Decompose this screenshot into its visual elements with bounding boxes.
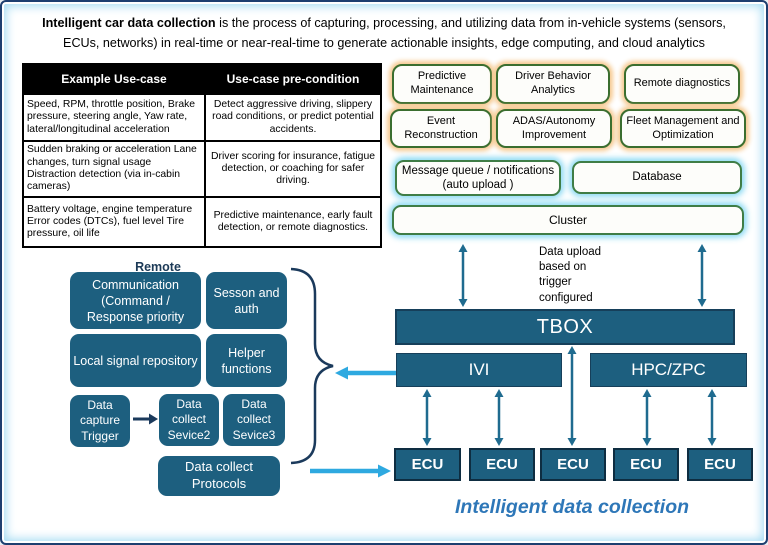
- hpc-zpc-node: HPC/ZPC: [590, 353, 747, 387]
- table-row: Speed, RPM, throttle position, Brake pre…: [22, 93, 382, 142]
- ivi-node: IVI: [396, 353, 562, 387]
- capture-to-sevice2-arrow: [133, 413, 158, 425]
- use-case-box-driver-behavior-analytics: Driver Behavior Analytics: [496, 64, 610, 104]
- protocols-to-ecu-arrow: [310, 464, 391, 478]
- data-upload-note: Data upload based on trigger configured: [539, 246, 602, 304]
- message-queue-box: Message queue / notifications (auto uplo…: [395, 160, 561, 196]
- diagram-caption: Intelligent data collection: [454, 496, 690, 518]
- cluster-box: Cluster: [392, 205, 744, 235]
- use-case-box-event-reconstruction: Event Reconstruction: [390, 109, 492, 148]
- tbox-node: TBOX: [395, 309, 735, 345]
- clipped-remote-label: Remote: [135, 260, 181, 274]
- use-case-cell: Speed, RPM, throttle position, Brake pre…: [22, 93, 206, 142]
- services-group-brace: [290, 267, 334, 465]
- pre-condition-cell: Detect aggressive driving, slippery road…: [204, 93, 382, 142]
- title-bold-text: Intelligent car data collection: [42, 16, 216, 30]
- ecu-node: ECU: [394, 448, 461, 481]
- database-box: Database: [572, 161, 742, 194]
- ivi-to-services-arrow: [335, 366, 396, 380]
- service-box-data-collect-sevice2: Data collect Sevice2: [159, 394, 219, 446]
- service-box-data-collect-sevice3: Data collect Sevice3: [223, 394, 285, 446]
- table-header-pre-condition: Use-case pre-condition: [204, 63, 382, 95]
- ecu-node: ECU: [687, 448, 753, 481]
- use-case-box-adas-autonomy-improvement: ADAS/Autonomy Improvement: [496, 109, 612, 148]
- pre-condition-cell: Driver scoring for insurance, fatigue de…: [204, 140, 382, 198]
- table-row: Battery voltage, engine temperature Erro…: [22, 196, 382, 248]
- service-box-data-capture-trigger: Data capture Trigger: [70, 395, 130, 447]
- use-case-table: Example Use-case Use-case pre-condition …: [22, 63, 382, 248]
- service-box-session-auth: Sesson and auth: [206, 272, 287, 329]
- service-box-helper-functions: Helper functions: [206, 334, 287, 387]
- use-case-box-predictive-maintenance: Predictive Maintenance: [392, 64, 492, 104]
- use-case-cell: Battery voltage, engine temperature Erro…: [22, 196, 206, 248]
- ecu-node: ECU: [469, 448, 535, 481]
- ecu-node: ECU: [613, 448, 679, 481]
- table-row: Sudden braking or acceleration Lane chan…: [22, 140, 382, 198]
- page-title: Intelligent car data collection is the p…: [24, 13, 744, 53]
- use-case-box-fleet-management: Fleet Management and Optimization: [620, 109, 746, 148]
- use-case-box-remote-diagnostics: Remote diagnostics: [624, 64, 740, 104]
- title-rest-text: is the process of capturing, processing,…: [63, 16, 726, 51]
- table-header-example-use-case: Example Use-case: [22, 63, 206, 95]
- service-box-data-collect-protocols: Data collect Protocols: [158, 456, 280, 496]
- ecu-node: ECU: [540, 448, 606, 481]
- pre-condition-cell: Predictive maintenance, early fault dete…: [204, 196, 382, 248]
- service-box-communication: Communication (Command / Response priori…: [70, 272, 201, 329]
- use-case-cell: Sudden braking or acceleration Lane chan…: [22, 140, 206, 198]
- service-box-local-signal-repository: Local signal repository: [70, 334, 201, 387]
